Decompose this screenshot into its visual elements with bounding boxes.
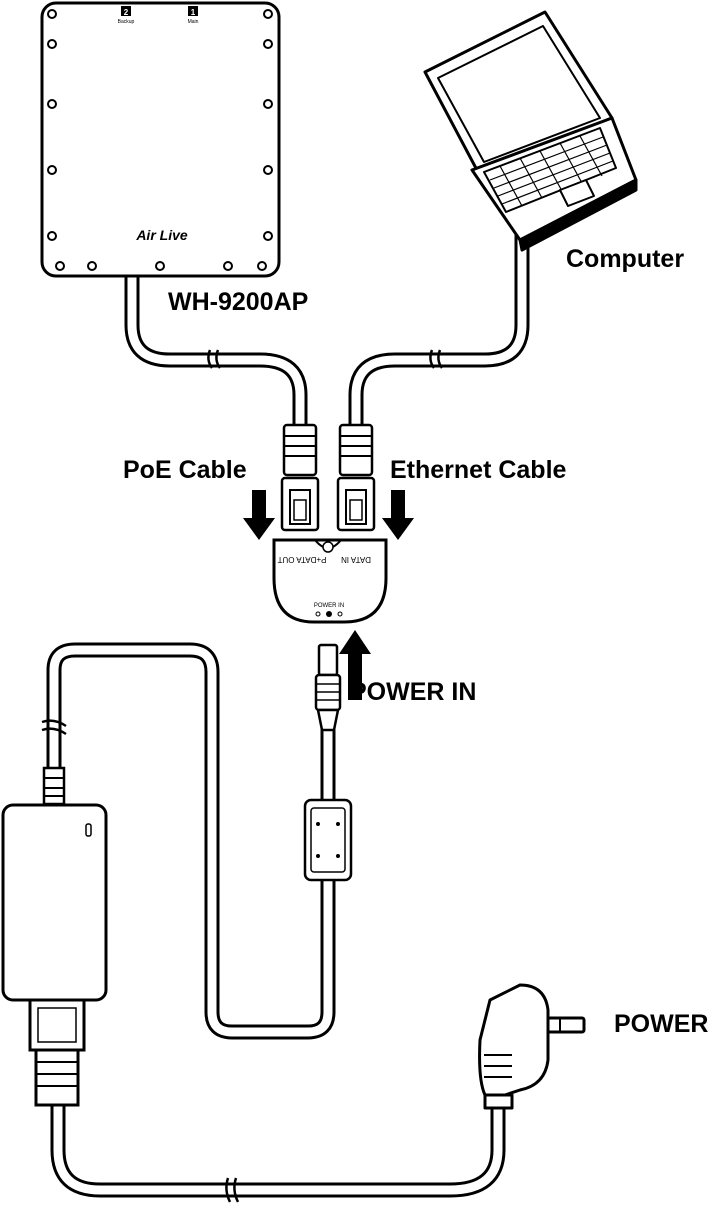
power-adapter bbox=[3, 768, 106, 1105]
ethernet-cable-line bbox=[356, 232, 522, 425]
arrow-down-icon bbox=[243, 490, 275, 540]
wall-plug bbox=[480, 985, 584, 1108]
poe-injector: P+DATA OUT DATA IN POWER IN bbox=[274, 540, 386, 622]
brand-logo: Air Live bbox=[135, 227, 188, 243]
svg-text:Backup: Backup bbox=[118, 19, 135, 25]
power-in-label: POWER IN bbox=[350, 678, 476, 707]
rj45-connector bbox=[282, 425, 318, 530]
power-label: POWER bbox=[614, 1010, 708, 1039]
ferrite-core bbox=[305, 800, 351, 880]
dc-plug bbox=[316, 645, 340, 730]
svg-text:POWER IN: POWER IN bbox=[314, 603, 344, 609]
access-point-device: 2 Backup 1 Main Air Live bbox=[42, 3, 279, 276]
svg-text:DATA IN: DATA IN bbox=[341, 555, 371, 564]
computer-label: Computer bbox=[566, 245, 684, 274]
port-1-icon: 1 Main bbox=[188, 6, 199, 25]
svg-text:1: 1 bbox=[191, 8, 196, 17]
arrow-down-icon bbox=[382, 490, 414, 540]
ac-power-cord-line bbox=[58, 1105, 498, 1190]
svg-text:P+DATA OUT: P+DATA OUT bbox=[277, 555, 326, 564]
rj45-connector bbox=[338, 425, 374, 530]
svg-text:Main: Main bbox=[188, 19, 199, 25]
poe-cable-label: PoE Cable bbox=[123, 456, 247, 485]
ethernet-cable-label: Ethernet Cable bbox=[390, 456, 566, 485]
laptop-computer bbox=[425, 12, 636, 250]
device-label: WH-9200AP bbox=[168, 288, 308, 317]
svg-text:2: 2 bbox=[124, 8, 129, 17]
